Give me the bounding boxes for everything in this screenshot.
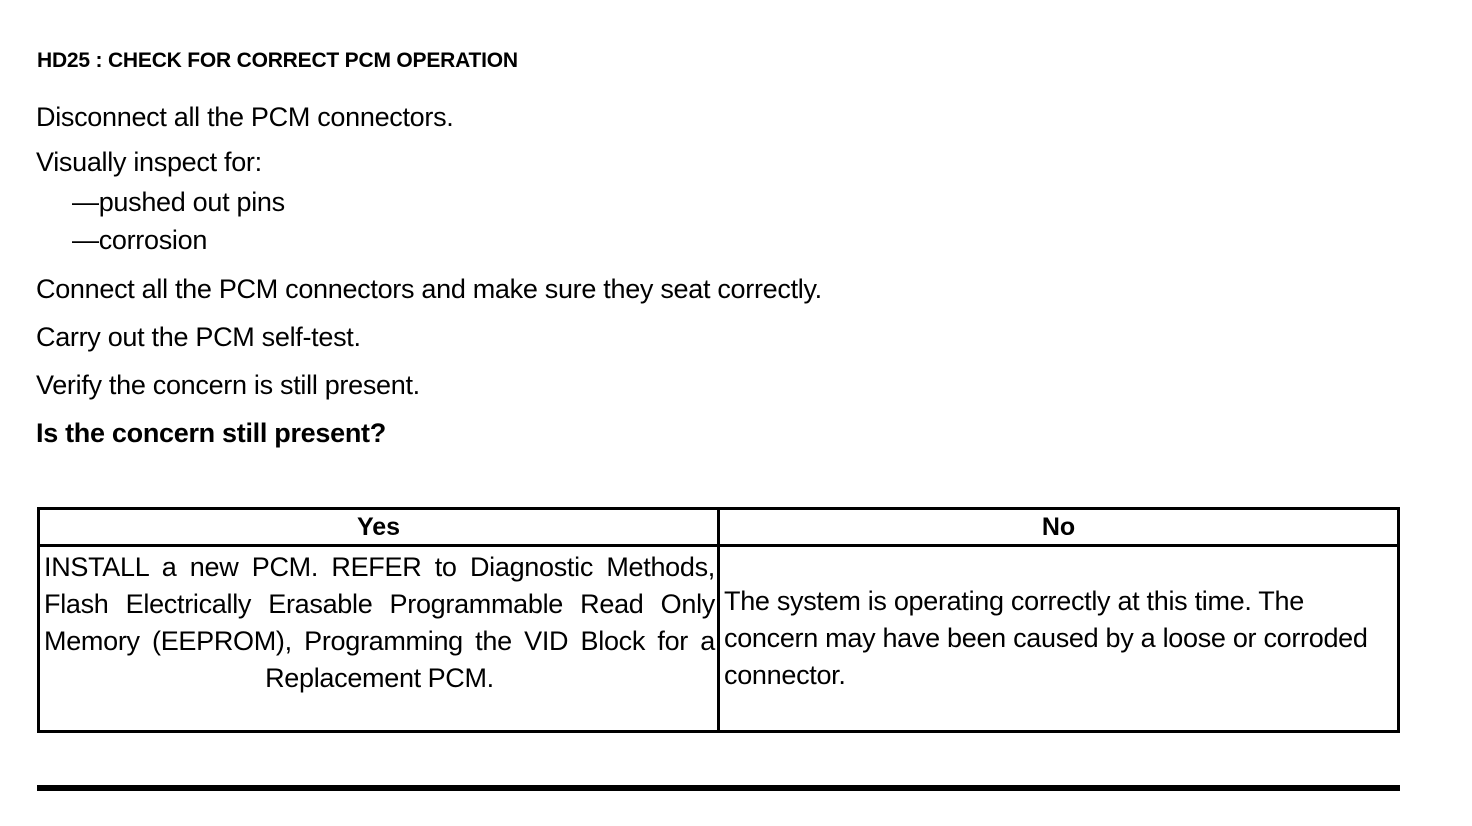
column-header-label: No (1041, 512, 1076, 541)
column-header-label: Yes (356, 512, 401, 541)
list-item: —pushed out pins (72, 187, 285, 217)
table-header-cell-yes: Yes (40, 510, 720, 544)
yes-action-text: INSTALL a new PCM. REFER to Diagnostic M… (44, 552, 715, 693)
section-heading: HD25 : CHECK FOR CORRECT PCM OPERATION (37, 49, 518, 72)
footer-rule (37, 785, 1400, 791)
table-cell-content: The system is operating correctly at thi… (720, 547, 1397, 730)
list-item: —corrosion (72, 225, 208, 255)
procedure-step: Carry out the PCM self-test. (36, 322, 361, 352)
table-header-row: Yes No (40, 510, 1397, 547)
table-row: INSTALL a new PCM. REFER to Diagnostic M… (40, 547, 1397, 730)
table-header-cell-no: No (720, 510, 1397, 544)
no-action-text: The system is operating correctly at thi… (724, 586, 1368, 690)
table-cell-yes: INSTALL a new PCM. REFER to Diagnostic M… (40, 547, 720, 730)
table-cell-no: The system is operating correctly at thi… (720, 547, 1397, 730)
decision-question: Is the concern still present? (36, 418, 386, 448)
procedure-steps: Disconnect all the PCM connectors. Visua… (36, 93, 1396, 457)
table-cell-content: INSTALL a new PCM. REFER to Diagnostic M… (40, 547, 717, 730)
procedure-step: Disconnect all the PCM connectors. (36, 102, 454, 132)
procedure-step: Connect all the PCM connectors and make … (36, 274, 822, 304)
decision-table: Yes No INSTALL a new PCM. REFER to Diagn… (37, 507, 1400, 733)
inspect-item-list: —pushed out pins —corrosion (36, 183, 1396, 259)
procedure-step: Visually inspect for: (36, 147, 262, 177)
procedure-step: Verify the concern is still present. (36, 370, 420, 400)
